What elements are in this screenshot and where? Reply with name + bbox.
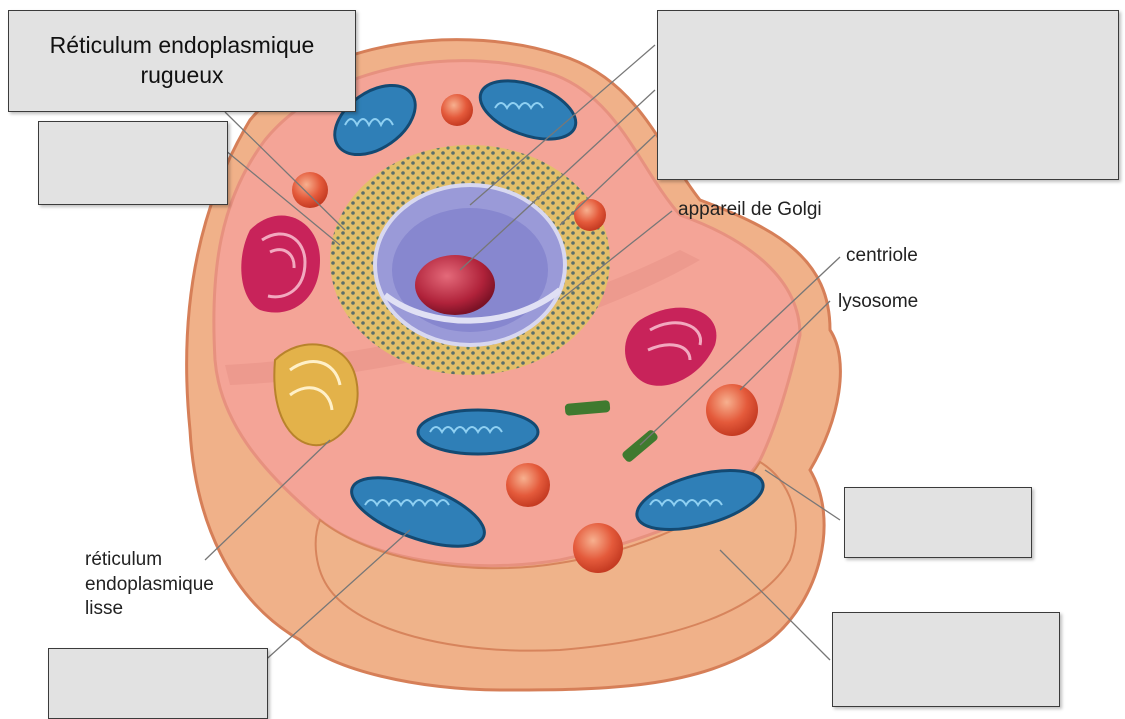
- label-golgi: appareil de Golgi: [678, 198, 822, 223]
- answer-box-bottom-right[interactable]: [832, 612, 1060, 707]
- answer-box-top-right[interactable]: [657, 10, 1119, 180]
- answer-box-bottom-left[interactable]: [48, 648, 268, 719]
- lysosome: [573, 523, 623, 573]
- lysosome: [506, 463, 550, 507]
- label-reticulum-rugueux: Réticulum endoplasmique rugueux: [8, 10, 356, 112]
- label-lysosome: lysosome: [838, 290, 918, 315]
- label-reticulum-lisse: réticulum endoplasmique lisse: [85, 548, 214, 622]
- label-reticulum-rugueux-text: Réticulum endoplasmique rugueux: [50, 31, 315, 91]
- answer-box-right-middle[interactable]: [844, 487, 1032, 558]
- label-centriole: centriole: [846, 244, 918, 269]
- lysosome: [706, 384, 758, 436]
- nucleolus: [415, 255, 495, 315]
- answer-box-top-left[interactable]: [38, 121, 228, 205]
- lysosome: [441, 94, 473, 126]
- lysosome: [574, 199, 606, 231]
- lysosome: [292, 172, 328, 208]
